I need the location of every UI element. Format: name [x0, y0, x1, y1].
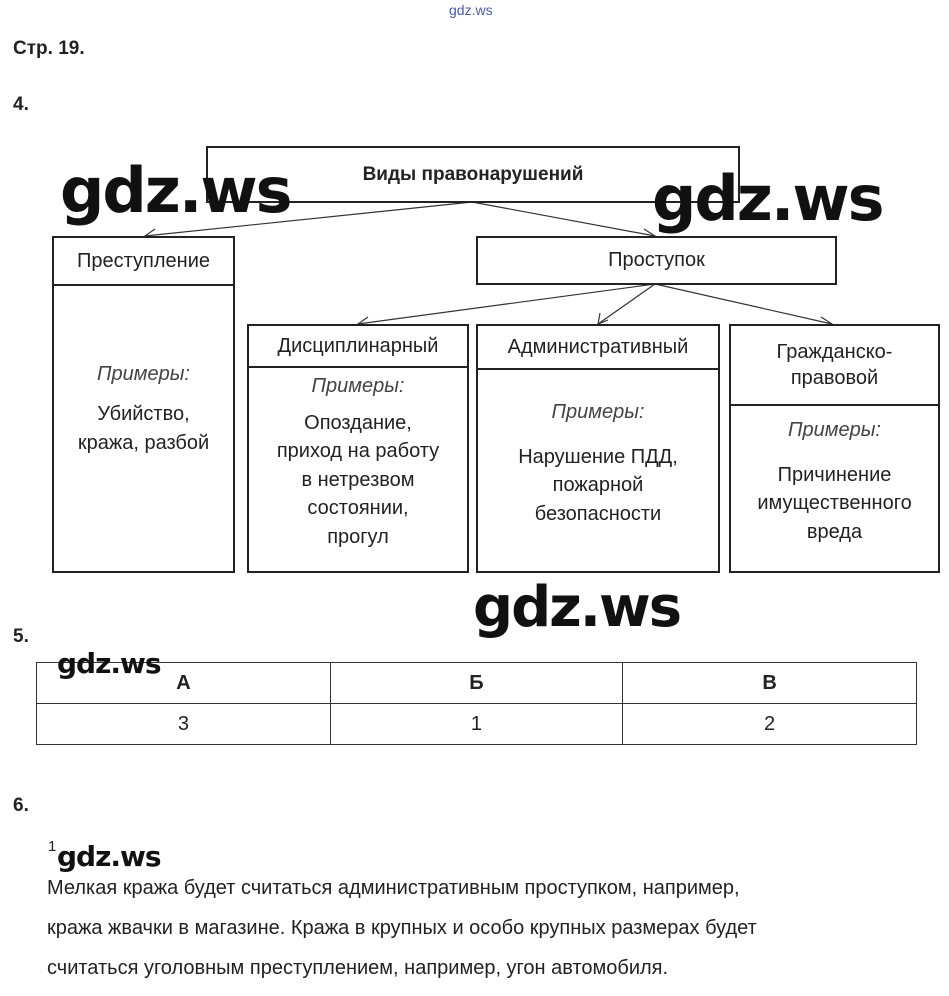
table-cell: 1 — [329, 703, 624, 745]
crime-example: кража, разбой — [77, 431, 210, 454]
page-number: Стр. 19. — [13, 38, 85, 59]
administrative-title: Административный — [478, 326, 718, 370]
table-row: 3 1 2 — [36, 703, 917, 745]
root-box: Виды правонарушений — [206, 146, 740, 203]
arrow-to-civil — [654, 283, 833, 325]
watermark: gdz.ws — [60, 154, 293, 227]
watermark-top: gdz.ws — [449, 2, 493, 18]
disciplinary-box: Дисциплинарный Примеры: Опоздание, прихо… — [247, 324, 469, 573]
disciplinary-example: прогул — [327, 525, 389, 548]
administrative-examples-label: Примеры: — [551, 401, 645, 423]
offense-title: Проступок — [608, 249, 705, 271]
watermark: gdz.ws — [57, 840, 162, 873]
disciplinary-title: Дисциплинарный — [249, 326, 467, 368]
table-cell: 2 — [622, 703, 917, 745]
disciplinary-example: состоянии, — [307, 497, 409, 519]
crime-box: Преступление Примеры: Убийство, кража, р… — [52, 236, 235, 573]
disciplinary-example: приход на работу — [276, 440, 440, 462]
disciplinary-example: Опоздание, — [304, 411, 412, 434]
civil-example: имущественного — [757, 492, 912, 514]
answer-line: Мелкая кража будет считаться администрат… — [47, 877, 740, 899]
administrative-example: Нарушение ПДД, — [518, 445, 678, 468]
table-header: В — [622, 662, 917, 704]
crime-example: Убийство, — [97, 403, 190, 426]
arrow-to-offense — [471, 201, 656, 237]
task-5-number: 5. — [13, 626, 29, 647]
answer-line: кража жвачки в магазине. Кража в крупных… — [47, 917, 757, 939]
civil-example: Причинение — [777, 463, 892, 486]
administrative-box: Административный Примеры: Нарушение ПДД,… — [476, 324, 720, 573]
offense-box: Проступок — [476, 236, 837, 285]
task-4-number: 4. — [13, 94, 29, 115]
civil-examples-label: Примеры: — [788, 419, 881, 441]
arrow-to-crime — [144, 201, 473, 237]
disciplinary-examples-label: Примеры: — [311, 375, 405, 397]
watermark: gdz.ws — [652, 162, 885, 235]
root-title: Виды правонарушений — [362, 163, 584, 185]
administrative-example: пожарной — [552, 474, 644, 496]
watermark: gdz.ws — [473, 575, 682, 640]
disciplinary-example: в нетрезвом — [301, 468, 415, 491]
task-6-number: 6. — [13, 795, 29, 816]
table-header-row: А Б В — [36, 662, 917, 704]
civil-example: вреда — [806, 520, 863, 543]
answer-table: А Б В 3 1 2 — [36, 662, 917, 745]
administrative-example: безопасности — [534, 502, 662, 525]
crime-examples-label: Примеры: — [97, 362, 190, 385]
civil-title: Гражданско- — [776, 341, 893, 363]
answer-line: считаться уголовным преступлением, напри… — [47, 957, 669, 979]
watermark: gdz.ws — [57, 647, 162, 680]
crime-title: Преступление — [54, 238, 233, 286]
arrow-to-administrative — [597, 283, 656, 325]
civil-box: Гражданско- правовой Примеры: Причинение… — [729, 324, 940, 573]
table-header: Б — [329, 662, 624, 704]
table-cell: 3 — [36, 703, 331, 745]
civil-title: правовой — [790, 367, 879, 389]
footnote-marker: 1 — [48, 838, 57, 855]
arrow-to-disciplinary — [357, 283, 656, 325]
